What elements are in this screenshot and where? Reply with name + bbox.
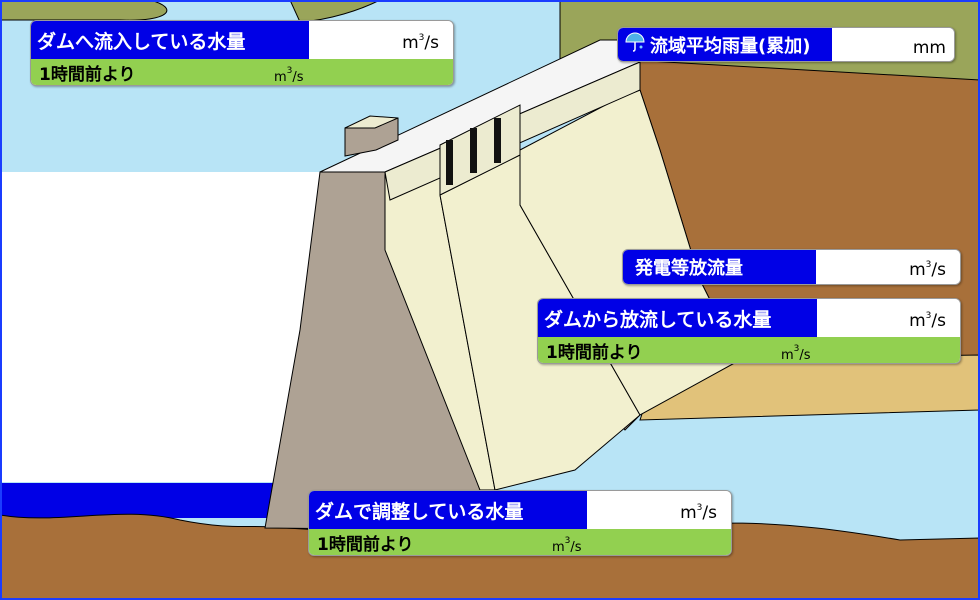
outflow-panel: ダムから放流している水量 m3/s 1時間前より m3/s xyxy=(537,298,961,364)
inflow-change-row: 1時間前より m3/s xyxy=(31,59,453,85)
inflow-panel: ダムへ流入している水量 m3/s 1時間前より m3/s xyxy=(30,20,454,86)
storage-change-unit: m3/s xyxy=(552,536,582,555)
storage-change-row: 1時間前より m3/s xyxy=(309,529,731,555)
inflow-row: ダムへ流入している水量 m3/s xyxy=(31,21,453,59)
inflow-unit: m3/s xyxy=(402,33,439,53)
outflow-unit: m3/s xyxy=(909,311,946,331)
control-house-roof xyxy=(344,115,399,129)
power-discharge-row: 発電等放流量 m3/s xyxy=(623,250,960,284)
storage-label: ダムで調整している水量 xyxy=(309,491,587,529)
storage-unit: m3/s xyxy=(680,503,717,523)
gate-pipe xyxy=(470,128,477,173)
storage-panel: ダムで調整している水量 m3/s 1時間前より m3/s xyxy=(308,490,732,556)
storage-change-label: 1時間前より xyxy=(317,534,414,555)
storage-value-box: m3/s xyxy=(587,491,731,529)
outflow-change-row: 1時間前より m3/s xyxy=(538,337,960,363)
outflow-row: ダムから放流している水量 m3/s xyxy=(538,299,960,337)
inflow-change-label: 1時間前より xyxy=(39,64,136,85)
rainfall-unit: mm xyxy=(912,38,946,58)
power-discharge-unit: m3/s xyxy=(909,260,946,280)
gate-pipe xyxy=(494,118,501,163)
umbrella-icon xyxy=(624,32,646,57)
inflow-change-unit: m3/s xyxy=(274,66,304,85)
outflow-change-unit: m3/s xyxy=(781,344,811,363)
inflow-label: ダムへ流入している水量 xyxy=(31,21,309,59)
storage-row: ダムで調整している水量 m3/s xyxy=(309,491,731,529)
power-discharge-label: 発電等放流量 xyxy=(623,250,816,284)
power-discharge-panel: 発電等放流量 m3/s xyxy=(622,249,961,285)
rainfall-value-box: mm xyxy=(832,28,954,61)
rainfall-panel: 流域平均雨量(累加) mm xyxy=(617,27,955,62)
outflow-label: ダムから放流している水量 xyxy=(538,299,817,337)
inflow-value-box: m3/s xyxy=(309,21,453,59)
power-discharge-value-box: m3/s xyxy=(816,250,960,284)
reservoir-area xyxy=(0,172,320,482)
rainfall-row: 流域平均雨量(累加) mm xyxy=(618,28,954,61)
reservoir-water xyxy=(0,483,275,518)
rainfall-label-text: 流域平均雨量(累加) xyxy=(650,35,811,57)
rainfall-label: 流域平均雨量(累加) xyxy=(618,28,832,61)
upstream-grass-bank xyxy=(0,0,168,21)
outflow-change-label: 1時間前より xyxy=(546,342,643,363)
gate-pipe xyxy=(446,140,453,185)
outflow-value-box: m3/s xyxy=(817,299,960,337)
